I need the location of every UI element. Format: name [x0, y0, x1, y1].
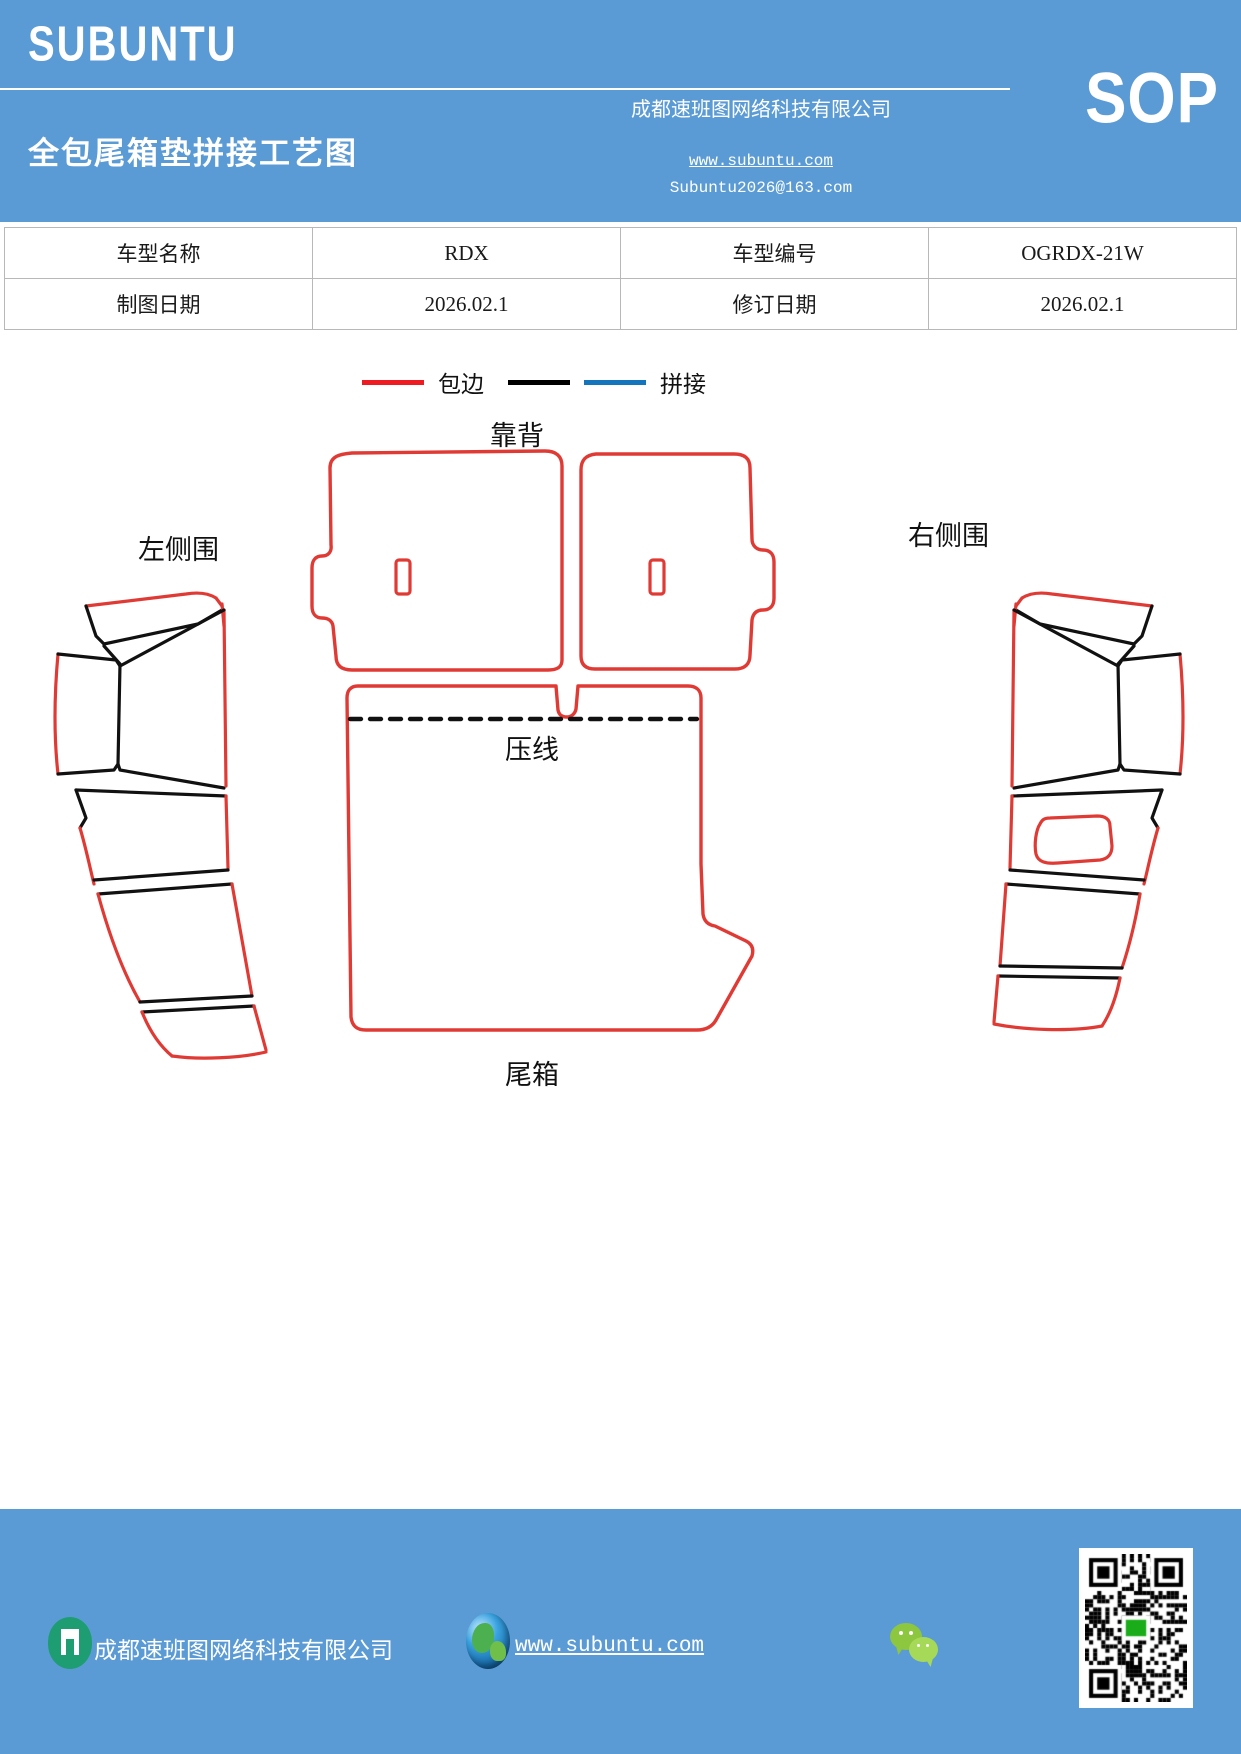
- backrest-right-outline-stroke: [579, 452, 776, 671]
- brand-logo: SUBUNTU: [28, 18, 238, 72]
- right-side-main-diag: [1012, 608, 1120, 668]
- table-row: 车型名称 RDX 车型编号 OGRDX-21W: [4, 227, 1237, 279]
- cell-model-code-value: OGRDX-21W: [928, 227, 1237, 279]
- table-row: 制图日期 2026.02.1 修订日期 2026.02.1: [4, 278, 1237, 330]
- label-left-side: 左侧围: [138, 535, 219, 565]
- left-side-lower-1-top: [74, 788, 88, 830]
- right-side-cutout: [1033, 814, 1114, 865]
- right-side-lower-3-right: [992, 974, 1000, 1024]
- cell-model-name-label: 车型名称: [4, 227, 313, 279]
- right-side-lower-2-left: [1120, 892, 1142, 970]
- right-side-lower-1-top: [1150, 788, 1164, 830]
- legend-swatch-blue-icon: [584, 379, 646, 385]
- right-side-lower-2-top: [1004, 882, 1142, 896]
- label-crease: 压线: [505, 735, 559, 765]
- legend-swatch-red-icon: [362, 379, 424, 385]
- building-icon: [48, 1617, 92, 1669]
- left-side-top-seam-1: [102, 608, 224, 646]
- cell-revision-date-label: 修订日期: [620, 278, 929, 330]
- trunk-mat-stroke: [345, 684, 755, 1032]
- right-side-top-wedge: [1014, 591, 1154, 608]
- footer-company-name: 成都速班图网络科技有限公司: [94, 1638, 393, 1663]
- label-trunk: 尾箱: [505, 1060, 559, 1090]
- left-side-flap-outline: [53, 652, 60, 776]
- right-side-lower-1-bottom: [1008, 868, 1146, 882]
- globe-icon: [466, 1613, 510, 1669]
- vehicle-info-table: 车型名称 RDX 车型编号 OGRDX-21W 制图日期 2026.02.1 修…: [4, 227, 1237, 330]
- left-side-main-diag: [118, 608, 226, 668]
- header-website-link[interactable]: www.subuntu.com: [688, 152, 834, 170]
- right-side-lower-3-bottom: [992, 1022, 1104, 1032]
- left-side-lower-1-left: [78, 826, 96, 886]
- right-side-lower-2-right: [998, 882, 1008, 968]
- left-side-main-panel: [102, 644, 226, 790]
- technical-drawing: 靠背 左侧围 右侧围 压线 尾箱: [0, 398, 1241, 1428]
- left-side-lower-3-bottom: [170, 1050, 268, 1060]
- cell-model-name-value: RDX: [312, 227, 621, 279]
- parts-outline-svg: [53, 449, 1185, 1060]
- left-side-lower-2-bottom: [138, 994, 254, 1004]
- left-side-top-wedge-b: [84, 604, 106, 646]
- right-side-flap-bottom: [1118, 762, 1182, 776]
- right-side-lower-1-left: [1142, 826, 1160, 886]
- legend: 包边 拼接: [0, 363, 1241, 397]
- backrest-left-slot: [394, 558, 412, 596]
- left-side-lower-1-topline: [74, 788, 228, 798]
- wechat-eye-small-right: [926, 1644, 929, 1647]
- right-side-main-panel-b: [1010, 608, 1016, 788]
- backrest-left-outline: [310, 449, 564, 672]
- header-email[interactable]: Subuntu2026@163.com: [669, 179, 853, 197]
- left-side-lower-1-bottom: [92, 868, 230, 882]
- legend-item-seam: 拼接: [508, 365, 706, 399]
- sop-badge: SOP: [1085, 59, 1219, 139]
- wechat-eye-small-left: [917, 1644, 920, 1647]
- header-divider: [0, 88, 1010, 90]
- right-side-flap-outline: [1178, 652, 1185, 776]
- cell-draw-date-label: 制图日期: [4, 278, 313, 330]
- qr-code[interactable]: [1079, 1548, 1193, 1708]
- wechat-bubble-small: [909, 1637, 938, 1662]
- cell-model-code-label: 车型编号: [620, 227, 929, 279]
- wechat-eye-left: [899, 1631, 903, 1635]
- right-side-top-wedge-b: [1132, 604, 1154, 646]
- legend-swatch-black-icon: [508, 379, 570, 385]
- right-side-lower-3-left: [1100, 976, 1122, 1028]
- backrest-right-slot: [648, 558, 666, 596]
- header-company-name: 成都速班图网络科技有限公司: [631, 99, 891, 121]
- right-side-lower-1-topline: [1010, 788, 1164, 798]
- legend-item-binding: 包边: [362, 365, 484, 399]
- wechat-eye-right: [909, 1631, 913, 1635]
- cell-revision-date-value: 2026.02.1: [928, 278, 1237, 330]
- left-side-top-wedge: [84, 591, 224, 608]
- legend-label-seam: 拼接: [660, 372, 706, 397]
- left-side-lower-2-top: [96, 882, 234, 896]
- left-side-lower-1-right: [224, 794, 230, 870]
- left-side-flap-bottom: [56, 762, 120, 776]
- left-side-lower-3-right: [252, 1004, 268, 1052]
- legend-label-binding: 包边: [438, 372, 484, 397]
- cell-draw-date-value: 2026.02.1: [312, 278, 621, 330]
- left-side-lower-2-left: [96, 892, 142, 1004]
- left-side-lower-2-right: [230, 882, 254, 998]
- document-title: 全包尾箱垫拼接工艺图: [28, 136, 358, 171]
- left-side-main-panel-b: [222, 608, 228, 788]
- label-right-side: 右侧围: [908, 521, 989, 551]
- left-side-lower-3-left: [140, 1010, 174, 1058]
- right-side-lower-1-right: [1008, 794, 1014, 870]
- right-side-lower-2-bottom: [998, 964, 1124, 970]
- label-backrest: 靠背: [490, 421, 544, 451]
- right-side-main-panel: [1012, 644, 1136, 790]
- right-side-top-seam-1: [1014, 608, 1136, 646]
- page-header: SUBUNTU 全包尾箱垫拼接工艺图 成都速班图网络科技有限公司 www.sub…: [0, 0, 1241, 222]
- trunk-mat-outline: [344, 686, 750, 1028]
- left-side-lower-3-top: [140, 1004, 256, 1014]
- wechat-icon: [890, 1623, 942, 1667]
- page-footer: 成都速班图网络科技有限公司 www.subuntu.com: [0, 1509, 1241, 1754]
- footer-website-link[interactable]: www.subuntu.com: [515, 1635, 705, 1658]
- right-side-lower-3-top: [996, 974, 1122, 980]
